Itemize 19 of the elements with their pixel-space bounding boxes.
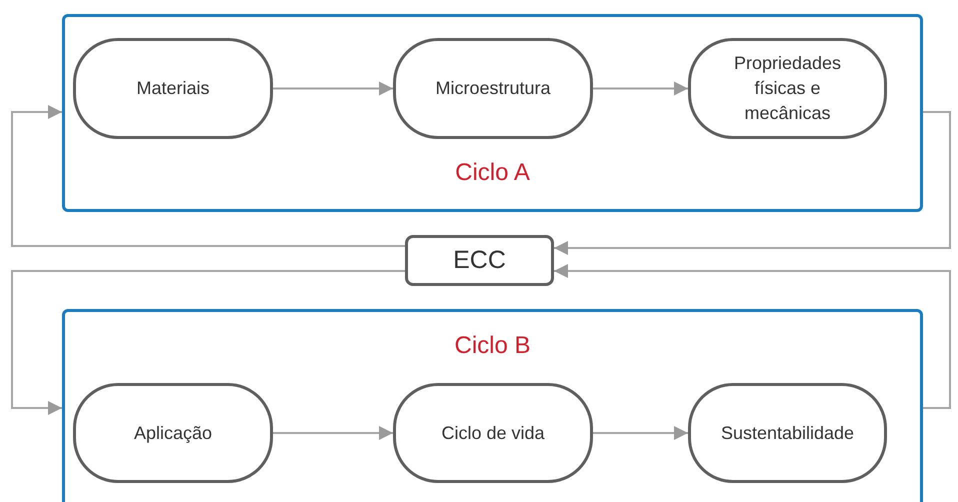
group-frame bbox=[62, 309, 923, 502]
arrow bbox=[11, 270, 405, 415]
box-label: Aplicação bbox=[132, 422, 214, 445]
group-frame bbox=[62, 14, 923, 212]
arrow bbox=[554, 111, 951, 255]
arrow bbox=[593, 82, 688, 96]
box-label: Propriedades físicas e mecânicas bbox=[732, 52, 842, 125]
box-label: Materiais bbox=[135, 77, 211, 100]
process-box bbox=[405, 235, 554, 286]
arrow bbox=[273, 426, 393, 440]
box-label: Ciclo de vida bbox=[440, 422, 546, 444]
arrow bbox=[593, 426, 688, 440]
arrow bbox=[273, 82, 393, 96]
box-label: Microestrutura bbox=[434, 77, 552, 100]
arrow bbox=[554, 264, 951, 409]
box-label: ECC bbox=[453, 246, 506, 275]
group-title: Ciclo A bbox=[454, 159, 531, 187]
box-label: Sustentabilidade bbox=[720, 422, 856, 444]
group-title: Ciclo B bbox=[453, 332, 532, 360]
